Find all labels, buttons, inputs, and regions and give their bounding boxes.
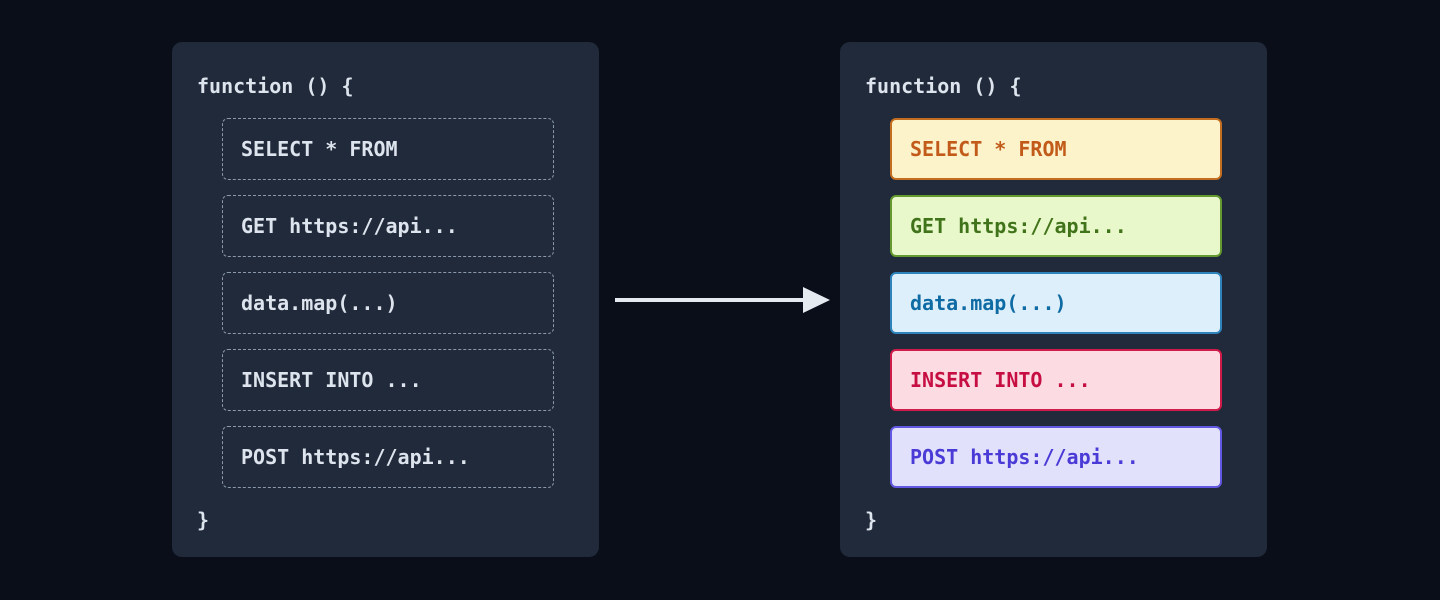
- code-snippet-box-4: POST https://api...: [222, 426, 554, 488]
- code-snippet-label: SELECT * FROM: [241, 137, 398, 161]
- function-close-line: }: [865, 508, 878, 532]
- function-open-line: function () {: [865, 74, 1022, 98]
- code-snippet-label: INSERT INTO ...: [241, 368, 422, 392]
- code-snippet-label: data.map(...): [241, 291, 398, 315]
- source-block-list: SELECT * FROM GET https://api... data.map(…: [222, 118, 554, 503]
- code-snippet-box-1: GET https://api...: [222, 195, 554, 257]
- code-snippet-box-highlighted-0: SELECT * FROM: [890, 118, 1222, 180]
- code-snippet-label: data.map(...): [910, 291, 1067, 315]
- code-snippet-label: POST https://api...: [241, 445, 470, 469]
- function-close-line: }: [197, 508, 210, 532]
- highlighted-block-list: SELECT * FROM GET https://api... data.map(…: [890, 118, 1222, 503]
- code-snippet-box-3: INSERT INTO ...: [222, 349, 554, 411]
- code-snippet-label: SELECT * FROM: [910, 137, 1067, 161]
- source-code-panel: function () { SELECT * FROM GET https://a…: [172, 42, 599, 557]
- code-snippet-box-highlighted-1: GET https://api...: [890, 195, 1222, 257]
- code-snippet-box-2: data.map(...): [222, 272, 554, 334]
- code-snippet-label: INSERT INTO ...: [910, 368, 1091, 392]
- transform-arrow-icon: [615, 287, 830, 313]
- code-snippet-box-highlighted-3: INSERT INTO ...: [890, 349, 1222, 411]
- code-snippet-box-highlighted-4: POST https://api...: [890, 426, 1222, 488]
- code-snippet-label: GET https://api...: [241, 214, 458, 238]
- function-open-line: function () {: [197, 74, 354, 98]
- code-snippet-box-0: SELECT * FROM: [222, 118, 554, 180]
- code-snippet-label: POST https://api...: [910, 445, 1139, 469]
- code-snippet-label: GET https://api...: [910, 214, 1127, 238]
- highlighted-code-panel: function () { SELECT * FROM GET https://a…: [840, 42, 1267, 557]
- code-snippet-box-highlighted-2: data.map(...): [890, 272, 1222, 334]
